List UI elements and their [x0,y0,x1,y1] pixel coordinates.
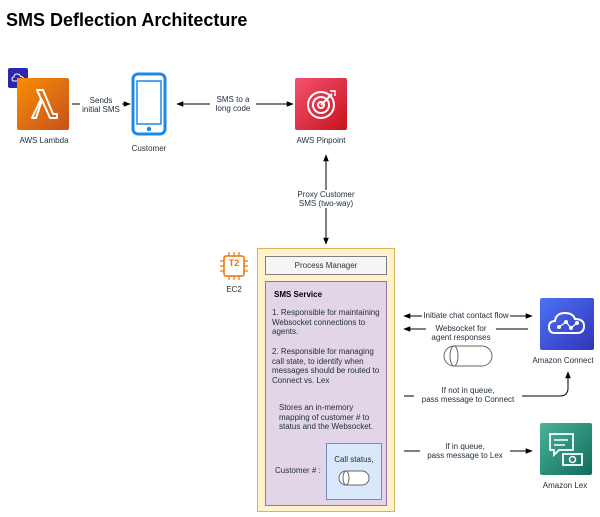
edge-label-line: Proxy Customer [297,190,355,199]
edge-label-websocket: Websocket for agent responses [426,324,496,343]
edge-label-not-in-queue: If not in queue, pass message to Connect [414,386,522,405]
edge-label-line: initial SMS [82,105,120,115]
cloud-network-icon [547,311,586,334]
edge-label-line: If in queue, [445,442,485,451]
edge-label-line: SMS (two-way) [298,199,354,209]
ec2-badge-text: T2 [228,258,240,268]
customer-phone-icon [131,72,167,141]
amazon-lex-label: Amazon Lex [542,481,588,490]
aws-pinpoint-icon [295,78,347,130]
memory-mapping-note: Stores an in-memory mapping of customer … [279,403,374,432]
customer-label: Customer [131,144,167,153]
websocket-datastore-icon [443,345,493,367]
sms-service-item-2: 2. Responsible for managing call state, … [272,347,380,385]
lambda-symbol [31,89,58,119]
chat-bubble-icon [549,433,583,466]
sms-service-title: SMS Service [274,290,323,299]
edge-label-line: pass message to Connect [421,395,515,405]
amazon-connect-icon [540,298,594,350]
edge-label-line: agent responses [431,333,491,343]
call-status-datastore-icon [338,470,370,486]
edge-label-sends-sms: Sends initial SMS [80,96,122,115]
edge-label-proxy-sms: Proxy Customer SMS (two-way) [293,190,359,209]
edge-label-line: SMS to a [216,95,250,104]
edge-label-initiate-chat: Initiate chat contact flow [422,311,510,321]
diagram-title: SMS Deflection Architecture [6,10,248,30]
edge-label-line: pass message to Lex [427,451,503,461]
target-icon [307,90,336,119]
sms-service-item-1: 1. Responsible for maintaining Websocket… [272,308,380,337]
amazon-lex-icon [540,423,592,475]
edge-label-sms-long-code: SMS to a long code [210,95,256,114]
aws-pinpoint-label: AWS Pinpoint [296,136,346,145]
call-status-label: Call status, [334,455,374,464]
aws-lambda-label: AWS Lambda [19,136,69,145]
edge-label-in-queue: If in queue, pass message to Lex [420,442,510,461]
process-manager-header: Process Manager [265,256,387,275]
edge-not-in-queue [404,371,571,397]
edge-label-line: long code [215,104,251,114]
ec2-label: EC2 [226,285,242,294]
edge-label-line: If not in queue, [441,386,495,395]
edge-label-line: Sends [89,96,113,105]
ec2-chip-icon [219,251,249,286]
customer-number-label: Customer # : [275,466,321,475]
aws-lambda-icon [17,78,69,130]
edge-label-line: Websocket for [435,324,487,333]
amazon-connect-label: Amazon Connect [532,356,594,365]
